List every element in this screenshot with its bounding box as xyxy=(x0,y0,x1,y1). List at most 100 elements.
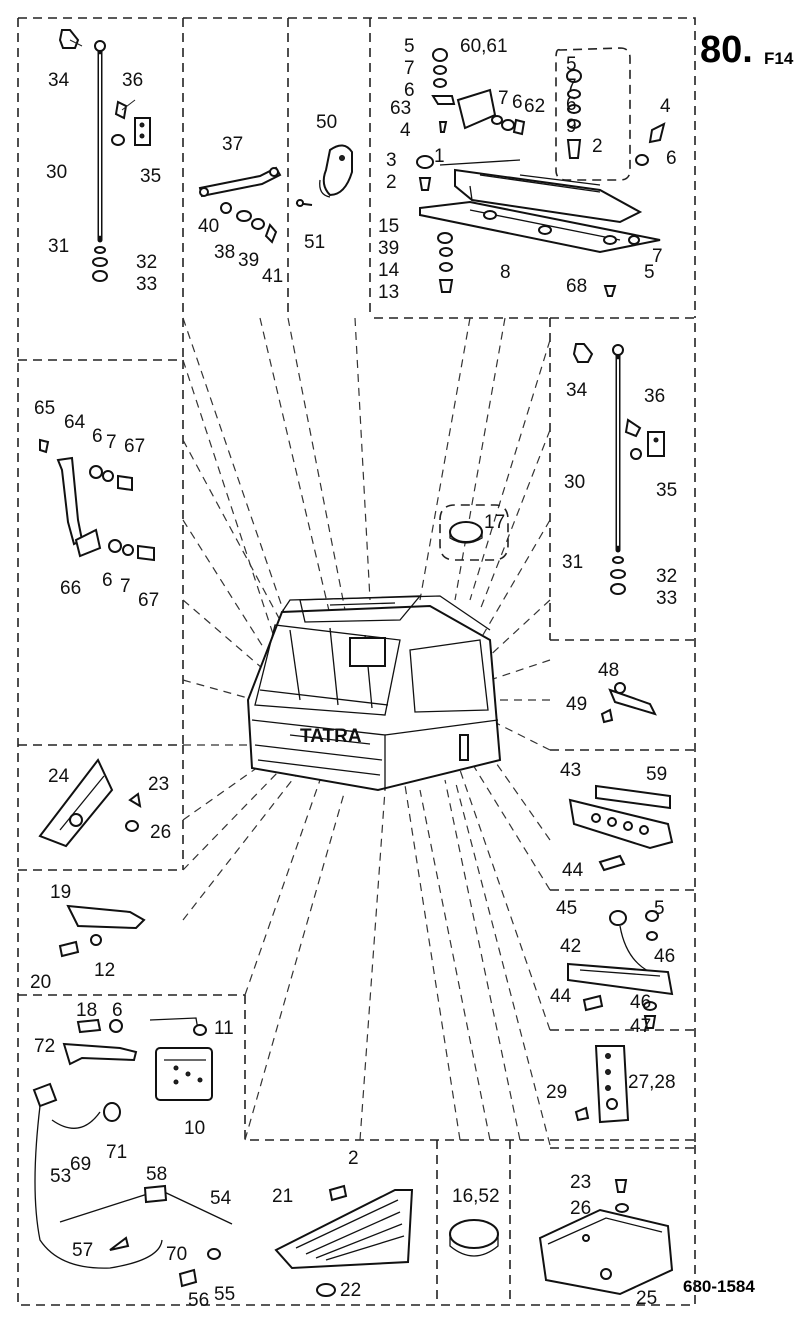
callout-69: 69 xyxy=(70,1154,91,1175)
callout-64: 64 xyxy=(64,412,86,433)
grille-21 xyxy=(274,1184,414,1297)
callout-32-top-left: 32 xyxy=(136,252,157,273)
step-43-59 xyxy=(568,784,674,872)
callout-44-a: 44 xyxy=(562,860,584,881)
hinge-27-28 xyxy=(574,1045,630,1124)
callout-2-a: 2 xyxy=(386,172,397,193)
strut-assembly-right xyxy=(572,343,665,595)
callout-37: 37 xyxy=(222,134,243,155)
callout-6-d: 6 xyxy=(666,148,677,169)
callout-7-d: 7 xyxy=(566,76,577,97)
strut-assembly-left xyxy=(58,29,151,282)
handle-19 xyxy=(58,904,146,958)
callout-7-f: 7 xyxy=(120,576,131,597)
callout-65: 65 xyxy=(34,398,55,419)
leader-lines xyxy=(182,317,551,1146)
callout-56: 56 xyxy=(188,1290,209,1311)
callout-62: 62 xyxy=(524,96,545,117)
callout-6-f: 6 xyxy=(102,570,113,591)
callout-38: 38 xyxy=(214,242,235,263)
callout-47: 47 xyxy=(630,1016,651,1037)
callout-36-right: 36 xyxy=(644,386,665,407)
callout-53: 53 xyxy=(50,1166,71,1187)
callout-34-right: 34 xyxy=(566,380,588,401)
roof-fastener-inset xyxy=(555,47,631,181)
callout-48: 48 xyxy=(598,660,619,681)
callout-32-right: 32 xyxy=(656,566,677,587)
callout-30-right: 30 xyxy=(564,472,585,493)
callout-6-e: 6 xyxy=(92,426,103,447)
callout-72: 72 xyxy=(34,1036,55,1057)
callout-58: 58 xyxy=(146,1164,167,1185)
callout-42: 42 xyxy=(560,936,581,957)
callout-33-right: 33 xyxy=(656,588,677,609)
callout-19: 19 xyxy=(50,882,71,903)
drawing-number: 680-1584 xyxy=(683,1277,755,1296)
page-number: 80. xyxy=(700,29,753,71)
callout-60-61: 60,61 xyxy=(460,36,508,57)
callout-13: 13 xyxy=(378,282,399,303)
callout-24: 24 xyxy=(48,766,70,787)
callout-6-b: 6 xyxy=(512,92,523,113)
callout-39-mount: 39 xyxy=(238,250,259,271)
callout-12: 12 xyxy=(94,960,115,981)
cap-17-inset xyxy=(439,504,509,561)
callout-31-right: 31 xyxy=(562,552,583,573)
callout-67-a: 67 xyxy=(124,436,145,457)
callout-9: 9 xyxy=(566,116,577,137)
callout-70: 70 xyxy=(166,1244,187,1265)
tray-25 xyxy=(538,1179,674,1296)
callout-16-52: 16,52 xyxy=(452,1186,500,1207)
callout-57: 57 xyxy=(72,1240,93,1261)
callout-17: 17 xyxy=(484,512,505,533)
callout-20: 20 xyxy=(30,972,51,993)
callout-36-top-left: 36 xyxy=(122,70,143,91)
callout-2-c: 2 xyxy=(348,1148,359,1169)
callout-26-b: 26 xyxy=(570,1198,591,1219)
callout-6-c: 6 xyxy=(566,94,577,115)
callout-10: 10 xyxy=(184,1118,205,1139)
callout-5-c: 5 xyxy=(566,54,577,75)
callout-41: 41 xyxy=(262,266,283,287)
callout-8: 8 xyxy=(500,262,511,283)
callout-22: 22 xyxy=(340,1280,361,1301)
callout-14: 14 xyxy=(378,260,400,281)
callout-23-a: 23 xyxy=(148,774,169,795)
grab-handle-group xyxy=(39,438,155,562)
callout-35-top-left: 35 xyxy=(140,166,161,187)
callout-33-top-left: 33 xyxy=(136,274,157,295)
callout-50: 50 xyxy=(316,112,337,133)
callout-5-d: 5 xyxy=(654,898,665,919)
callout-27-28: 27,28 xyxy=(628,1072,676,1093)
bracket-37-group xyxy=(198,166,282,244)
callout-7-c: 7 xyxy=(652,246,663,267)
callout-30-top-left: 30 xyxy=(46,162,67,183)
group-frames xyxy=(17,17,696,1306)
callout-6-a: 6 xyxy=(404,80,415,101)
callout-2-b: 2 xyxy=(592,136,603,157)
cap-16-52 xyxy=(449,1219,499,1257)
callout-1: 1 xyxy=(434,146,445,167)
cab-badge: TATRA xyxy=(300,726,362,747)
callout-21: 21 xyxy=(272,1186,293,1207)
callout-3: 3 xyxy=(386,150,397,171)
callout-11: 11 xyxy=(214,1018,234,1039)
callout-68: 68 xyxy=(566,276,587,297)
callout-45: 45 xyxy=(556,898,577,919)
callout-49: 49 xyxy=(566,694,587,715)
callout-34-top-left: 34 xyxy=(48,70,70,91)
callout-55: 55 xyxy=(214,1284,235,1305)
callout-4-a: 4 xyxy=(400,120,411,141)
callout-39-roof: 39 xyxy=(378,238,399,259)
callout-18: 18 xyxy=(76,1000,97,1021)
mirror-24 xyxy=(38,758,142,848)
callout-54: 54 xyxy=(210,1188,232,1209)
callout-46-b: 46 xyxy=(630,992,651,1013)
callout-23-b: 23 xyxy=(570,1172,591,1193)
callout-25: 25 xyxy=(636,1288,657,1309)
callout-6-g: 6 xyxy=(112,1000,123,1021)
callout-44-b: 44 xyxy=(550,986,572,1007)
page-suffix: F14 xyxy=(764,49,794,68)
callout-5-a: 5 xyxy=(404,36,415,57)
